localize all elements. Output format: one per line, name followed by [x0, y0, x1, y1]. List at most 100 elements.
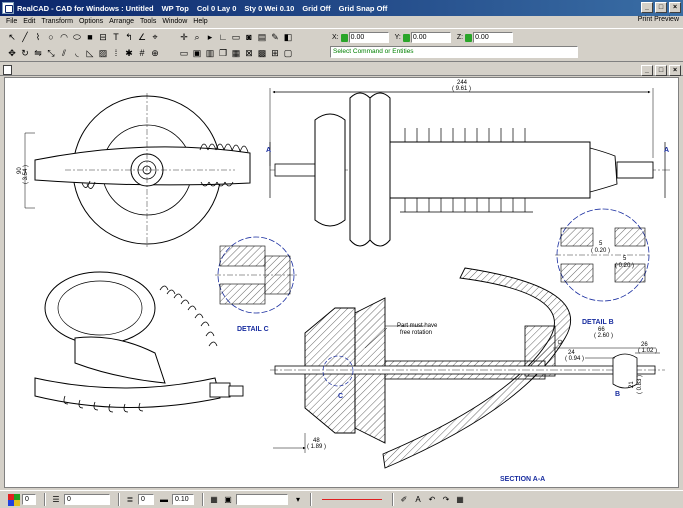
diameter-dimension-21: 21 [629, 381, 635, 388]
circle-icon[interactable]: ○ [48, 32, 54, 42]
right-dimension-66: 66 [598, 327, 605, 333]
chamfer-icon[interactable]: ◺ [86, 48, 94, 58]
symbol-icon[interactable]: ✱ [125, 48, 133, 58]
dimension-icon[interactable]: ⊟ [99, 32, 107, 42]
explode-icon[interactable]: ⊞ [271, 48, 279, 58]
select-arrow-icon[interactable]: ↖ [8, 32, 16, 42]
close-button[interactable]: × [669, 2, 681, 13]
polyline-icon[interactable]: ⌇ [35, 32, 41, 42]
line-style-field[interactable]: 0 [138, 494, 154, 505]
paste-icon[interactable]: ▦ [231, 48, 241, 58]
undo-icon[interactable]: ↶ [428, 495, 436, 504]
grid-icon[interactable]: # [139, 48, 145, 58]
block-icon[interactable]: ▩ [257, 48, 267, 58]
maximize-button[interactable]: □ [655, 2, 667, 13]
zoom-icon[interactable]: ⌕ [194, 32, 200, 42]
ellipse-icon[interactable]: ⬭ [73, 32, 81, 42]
dropdown-arrow-icon[interactable]: ▾ [295, 495, 300, 504]
print-preview-button[interactable]: Print Preview [637, 16, 679, 23]
y-coord-input[interactable]: 0.00 [410, 32, 451, 43]
move-icon[interactable]: ✥ [8, 48, 16, 58]
arc-icon[interactable]: ◠ [60, 32, 68, 42]
doc-close-button[interactable]: × [669, 65, 681, 76]
bottom-left-dimension: 48 [313, 438, 320, 444]
mirror-icon[interactable]: ⇋ [34, 48, 42, 58]
point-icon[interactable]: ▸ [207, 32, 213, 42]
command-prompt-input[interactable]: Select Command or Entities [330, 46, 578, 58]
z-coord-input[interactable]: 0.00 [473, 32, 514, 43]
object-icon[interactable]: ▤ [257, 32, 267, 42]
pan-icon[interactable]: ✛ [180, 32, 188, 42]
menu-help[interactable]: Help [193, 18, 208, 25]
pattern-dropdown[interactable] [236, 494, 288, 505]
z-lock-icon[interactable] [465, 33, 473, 42]
line-weight-icon[interactable]: ▬ [160, 495, 168, 504]
overall-length-dimension-inch: ( 9.61 ) [452, 86, 471, 92]
color-index-field[interactable]: 0 [22, 494, 36, 505]
properties-icon[interactable]: ▢ [283, 48, 293, 58]
layer-stack-icon[interactable]: ☰ [52, 495, 60, 504]
rectangle-icon[interactable]: ▭ [231, 32, 241, 42]
rotation-note-line-2: free rotation [400, 330, 432, 336]
style-weight-status: Sty 0 Wei 0.10 [244, 3, 295, 13]
hatch-icon[interactable]: ▨ [98, 48, 108, 58]
fillet-icon[interactable]: ◟ [75, 48, 79, 58]
doc-maximize-button[interactable]: □ [655, 65, 667, 76]
fill-palette-icon[interactable]: ▦ [210, 495, 218, 504]
draw-toolbar-row-1: ↖ ╱ ⌇ ○ ◠ ⬭ ■ ⊟ T ↰ ∠ ⌖ [6, 30, 162, 45]
menu-window[interactable]: Window [162, 18, 188, 25]
array-icon[interactable]: ⁞ [114, 48, 118, 58]
detail-b-label: DETAIL B [582, 319, 614, 326]
line-weight-field[interactable]: 0.10 [172, 494, 194, 505]
menu-edit[interactable]: Edit [23, 18, 36, 25]
x-lock-icon[interactable] [340, 33, 348, 42]
menu-arrange[interactable]: Arrange [109, 18, 135, 25]
menu-transform[interactable]: Transform [41, 18, 73, 25]
grid-toggle-icon[interactable]: ▦ [456, 495, 464, 504]
text-icon[interactable]: T [113, 32, 119, 42]
snap-icon[interactable]: ⌖ [152, 32, 158, 42]
redo-icon[interactable]: ↷ [442, 495, 450, 504]
trim-icon[interactable]: ↰ [125, 32, 133, 42]
rotate-icon[interactable]: ↻ [21, 48, 29, 58]
offset-icon[interactable]: ⫽ [61, 48, 66, 58]
line-style-icon[interactable]: ≣ [126, 495, 134, 504]
draw-toolbar-row-2: ✥ ↻ ⇋ ⤡ ⫽ ◟ ◺ ▨ ⁞ ✱ # ⊕ [6, 46, 162, 61]
pattern-icon[interactable]: ▣ [224, 495, 232, 504]
line-icon[interactable]: ╱ [22, 32, 28, 42]
save-file-icon[interactable]: ▣ [192, 48, 202, 58]
y-coord-label: Y: [394, 34, 401, 41]
detail-b-view [555, 208, 650, 302]
print-icon[interactable]: ▥ [205, 48, 215, 58]
color-palette-icon[interactable] [8, 493, 20, 506]
menu-file[interactable]: File [6, 18, 18, 25]
menu-tools[interactable]: Tools [140, 18, 157, 25]
angle-icon[interactable]: ∠ [137, 32, 147, 42]
measure-icon[interactable]: ⊕ [151, 48, 159, 58]
height-dimension: 90 [17, 167, 23, 174]
x-coord-input[interactable]: 0.00 [348, 32, 389, 43]
menu-options[interactable]: Options [78, 18, 104, 25]
text-style-icon[interactable]: A [415, 495, 421, 504]
camera-icon[interactable]: ◙ [246, 32, 252, 42]
realcad-app-icon[interactable] [2, 2, 14, 14]
pick-color-icon[interactable]: ✐ [400, 495, 408, 504]
fill-rect-icon[interactable]: ■ [87, 32, 93, 42]
pencil-icon[interactable]: ✎ [271, 32, 279, 42]
open-file-icon[interactable]: ▭ [179, 48, 189, 58]
drawing-canvas[interactable]: 90 ( 3.54 ) [4, 77, 679, 488]
doc-minimize-button[interactable]: _ [641, 65, 653, 76]
copy-icon[interactable]: ❐ [218, 48, 228, 58]
minimize-button[interactable]: _ [641, 2, 653, 13]
scale-icon[interactable]: ⤡ [47, 48, 55, 58]
tangent-icon[interactable]: ∟ [218, 32, 228, 42]
grid-snap-status: Grid Snap Off [338, 3, 388, 13]
right-dimension-26-inch: ( 1.02 ) [638, 348, 657, 354]
document-icon[interactable] [3, 65, 12, 75]
delete-icon[interactable]: ⊠ [245, 48, 253, 58]
y-lock-icon[interactable] [402, 33, 410, 42]
layer-icon[interactable]: ◧ [283, 32, 293, 42]
layer-index-field[interactable]: 0 [64, 494, 110, 505]
view-toolbar-row-1: ✛ ⌕ ▸ ∟ ▭ ◙ ▤ ✎ ◧ [178, 30, 295, 45]
